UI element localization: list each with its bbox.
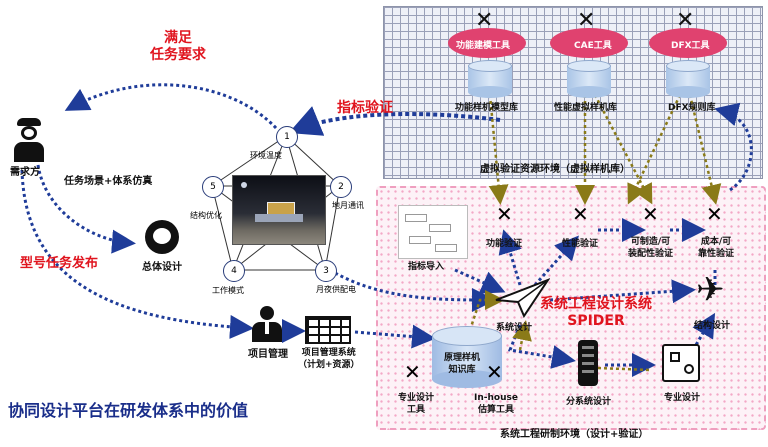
hex-node-3: 3 xyxy=(315,260,337,282)
structure-design-label: 结构设计 xyxy=(694,321,731,331)
db-label-3: DFX规则库 xyxy=(668,103,716,113)
spider-title: 系统工程设计系统 SPIDER xyxy=(540,296,652,329)
hex-node-5: 5 xyxy=(202,176,224,198)
tool-ellipse-2 xyxy=(550,28,628,58)
database-icon-2 xyxy=(567,60,611,98)
virtual-env-label: 虚拟验证资源环境（虚拟样机库） xyxy=(480,164,630,175)
tool-label-2: CAE工具 xyxy=(574,41,612,51)
inhouse-label: In-house 估算工具 xyxy=(474,393,518,415)
hex-node-4: 4 xyxy=(223,260,245,282)
tool-cross-icon-1: ✕ xyxy=(475,8,494,33)
lunar-rover-image xyxy=(232,175,326,245)
db-label-2: 性能虚拟样机库 xyxy=(554,103,618,113)
hex-node-1: 1 xyxy=(276,126,298,148)
verify-label-2: 性能验证 xyxy=(562,239,599,249)
project-mgmt-label: 项目管理 xyxy=(248,349,288,360)
metric-verify-label: 指标验证 xyxy=(337,100,393,116)
pro-design-label: 专业设计 xyxy=(664,393,701,403)
verify-label-3: 可制造/可 装配性验证 xyxy=(628,237,674,259)
knowledge-base-label: 原理样机 知识库 xyxy=(444,353,481,375)
scenario-label: 任务场景+体系仿真 xyxy=(64,176,153,187)
tool-cross-icon-3: ✕ xyxy=(676,8,695,33)
hex-label-1: 环境温度 xyxy=(250,151,282,160)
database-icon-1 xyxy=(468,60,512,98)
tool-ellipse-1 xyxy=(448,28,526,58)
tool-cross-icon-2: ✕ xyxy=(577,8,596,33)
airplane-icon: ✈ xyxy=(696,270,725,310)
verify-label-1: 功能验证 xyxy=(486,239,523,249)
hex-node-2: 2 xyxy=(330,176,352,198)
demander-label: 需求方 xyxy=(10,167,40,178)
db-label-1: 功能样机模型库 xyxy=(455,103,519,113)
hex-label-2: 地月通讯 xyxy=(332,201,364,210)
hex-label-3: 月夜供配电 xyxy=(316,285,356,294)
schematic-icon xyxy=(662,344,700,382)
verify-tool-icon-2: ✕ xyxy=(572,202,589,226)
verify-tool-icon-4: ✕ xyxy=(706,202,723,226)
verify-tool-icon-1: ✕ xyxy=(496,202,513,226)
overall-design-label: 总体设计 xyxy=(142,262,182,273)
astronaut-icon xyxy=(145,220,179,254)
demander-icon xyxy=(14,118,44,162)
rd-env-label: 系统工程研制环境（设计+验证） xyxy=(500,429,649,440)
manager-icon xyxy=(252,306,282,342)
table-icon xyxy=(305,316,351,344)
inhouse-tool-icon: ✕ xyxy=(486,360,503,384)
remote-icon xyxy=(578,340,598,386)
verify-tool-icon-3: ✕ xyxy=(642,202,659,226)
subsystem-label: 分系统设计 xyxy=(566,397,612,407)
verify-label-4: 成本/可 靠性验证 xyxy=(698,237,735,259)
arrow-metric-verify xyxy=(288,106,501,136)
tool-ellipse-3 xyxy=(649,28,727,58)
pro-tool-icon: ✕ xyxy=(404,360,421,384)
paper-plane-icon xyxy=(495,278,550,318)
database-icon-3 xyxy=(666,60,710,98)
metric-import-label: 指标导入 xyxy=(408,262,445,272)
indicator-document xyxy=(398,205,468,259)
knowledge-db-icon xyxy=(432,326,502,388)
tool-label-1: 功能建模工具 xyxy=(456,41,511,51)
satisfy-requirements-label: 满足 任务要求 xyxy=(150,30,206,63)
system-design-label: 系统设计 xyxy=(496,323,533,333)
pro-tools-label: 专业设计 工具 xyxy=(398,393,435,415)
release-label: 型号任务发布 xyxy=(20,256,99,271)
pm-system-label: 项目管理系统 （计划+资源） xyxy=(298,348,360,370)
tool-label-3: DFX工具 xyxy=(671,41,710,51)
arrow-satisfy xyxy=(64,83,278,130)
main-title: 协同设计平台在研发体系中的价值 xyxy=(8,401,249,420)
hex-label-5: 结构优化 xyxy=(190,211,222,220)
hex-label-4: 工作模式 xyxy=(212,286,244,295)
